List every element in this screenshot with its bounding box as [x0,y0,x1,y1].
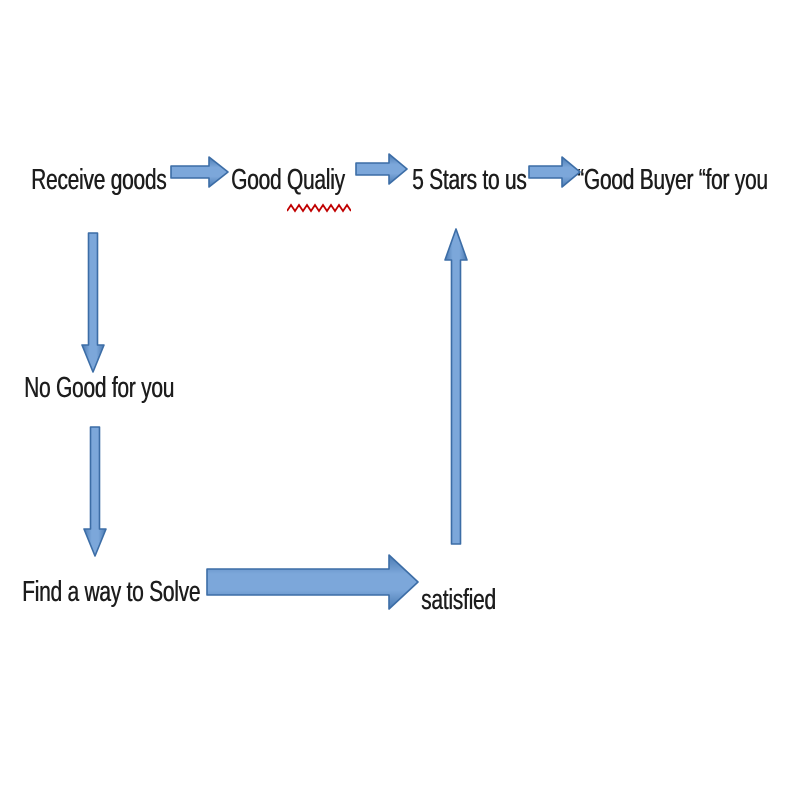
arrow-right-quality-to-stars-icon [355,153,408,185]
node-satisfied: satisfied [421,584,496,616]
arrow-down-nogood-to-solve-icon [83,426,107,557]
arrow-right-stars-to-buyer-icon [528,156,581,188]
arrow-right-solve-to-satisfied-icon [206,554,419,610]
node-no-good: No Good for you [24,372,174,404]
spellcheck-squiggle-icon [287,203,351,213]
arrow-down-receive-to-nogood-icon [81,232,105,373]
node-good-buyer: “Good Buyer “for you [577,164,768,196]
node-receive-goods: Receive goods [31,164,167,196]
node-five-stars: 5 Stars to us [412,164,527,196]
node-good-quality: Good Qualiy [231,164,345,196]
arrow-right-receive-to-quality-icon [170,156,229,188]
arrow-up-satisfied-to-stars-icon [444,228,468,545]
node-find-way: Find a way to Solve [22,576,201,608]
